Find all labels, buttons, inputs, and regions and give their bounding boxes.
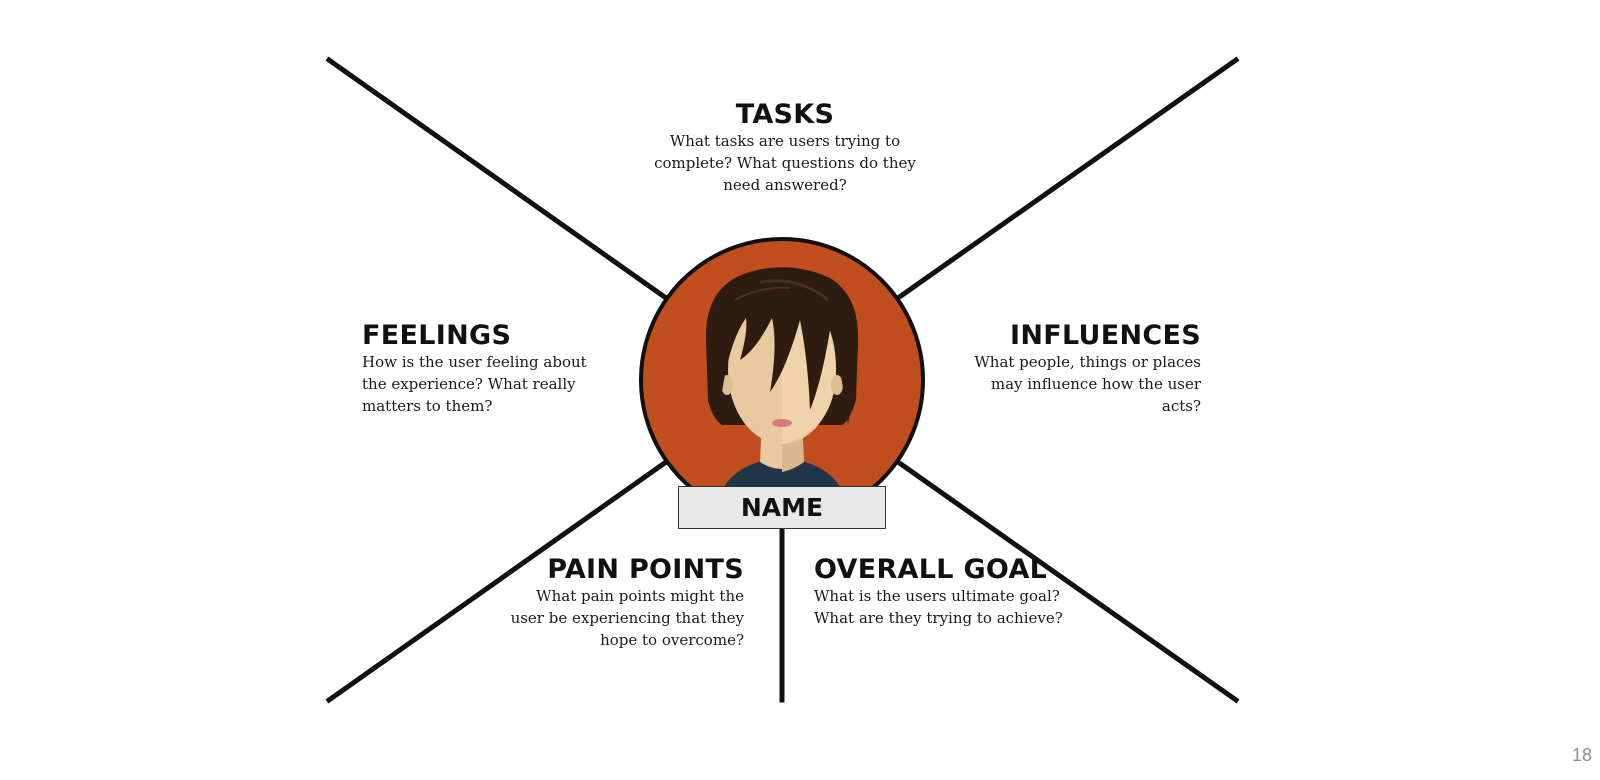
tasks-section: TASKS What tasks are users trying to com… [640,100,930,196]
overall-goal-description: What is the users ultimate goal? What ar… [814,587,1063,627]
divider-line-bottom-right [894,458,1240,704]
influences-description: What people, things or places may influe… [974,353,1201,415]
overall-goal-heading: OVERALL GOAL [814,554,1048,585]
overall-goal-section: OVERALL GOAL What is the users ultimate … [814,555,1064,629]
avatar-bangs [706,267,859,425]
pain-points-description: What pain points might the user be exper… [510,587,744,649]
avatar-lips [772,419,792,427]
persona-name-label: NAME [678,486,886,529]
divider-line-bottom-left [325,458,670,704]
feelings-section: FEELINGS How is the user feeling about t… [362,321,602,417]
influences-section: INFLUENCES What people, things or places… [958,321,1201,417]
feelings-heading: FEELINGS [362,320,512,351]
tasks-heading: TASKS [735,99,835,130]
tasks-description: What tasks are users trying to complete?… [654,132,916,194]
pain-points-heading: PAIN POINTS [547,554,744,585]
divider-line-top-left [325,56,670,302]
divider-line-top-right [894,56,1240,302]
feelings-description: How is the user feeling about the experi… [362,353,587,415]
persona-avatar-icon [639,237,925,523]
influences-heading: INFLUENCES [1010,320,1201,351]
pain-points-section: PAIN POINTS What pain points might the u… [500,555,744,651]
page-number: 18 [1571,745,1592,765]
